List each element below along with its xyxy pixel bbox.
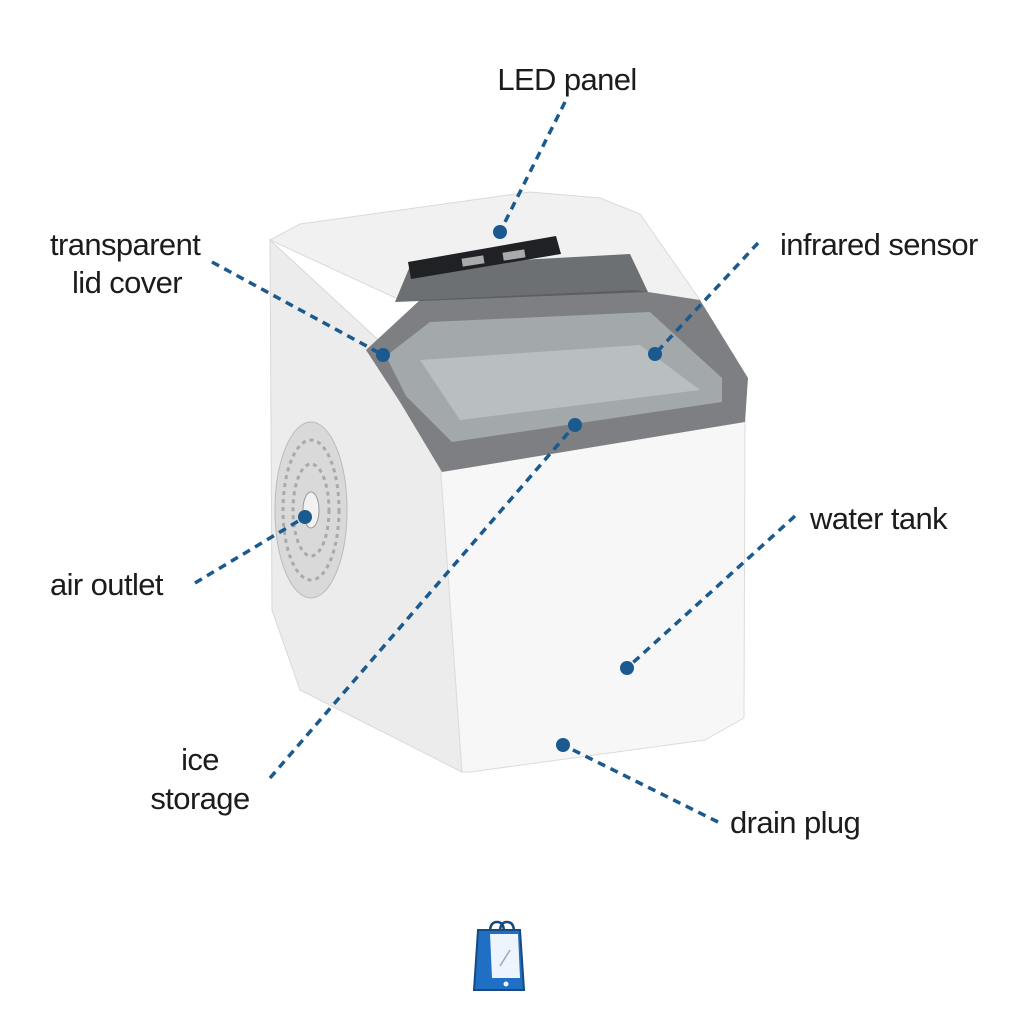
callout-line-air-outlet: [194, 515, 306, 585]
dot-lid-cover: [376, 348, 390, 362]
dot-led-panel: [493, 225, 507, 239]
led-button: [461, 255, 485, 267]
callout-line-led-panel: [498, 101, 567, 233]
label-lid-cover-line1: transparent: [50, 227, 201, 262]
callout-lines: [194, 101, 797, 824]
label-ice-storage-line1: ice: [181, 742, 219, 777]
dot-air-outlet: [298, 510, 312, 524]
label-water-tank: water tank: [810, 501, 948, 536]
shopping-bag-icon: [472, 920, 526, 991]
callout-line-water-tank: [625, 514, 797, 670]
callout-line-ice-storage: [268, 423, 577, 780]
label-air-outlet: air outlet: [50, 567, 164, 602]
basket-inner: [420, 345, 700, 420]
led-panel: [408, 236, 561, 279]
label-lid-cover-line2: lid cover: [72, 265, 183, 300]
callout-line-infrared-sensor: [653, 241, 760, 356]
dot-ice-storage: [568, 418, 582, 432]
label-infrared-sensor: infrared sensor: [780, 227, 978, 262]
label-ice-storage-line2: storage: [150, 781, 250, 816]
air-outlet-grille: [274, 421, 348, 599]
callout-line-lid-cover: [211, 260, 384, 357]
callout-dots: [298, 225, 662, 752]
label-drain-plug: drain plug: [730, 805, 861, 840]
front-panel: [439, 417, 746, 773]
led-button: [502, 249, 526, 261]
dot-infrared-sensor: [648, 347, 662, 361]
dot-drain-plug: [556, 738, 570, 752]
callout-line-drain-plug: [562, 743, 719, 824]
dot-water-tank: [620, 661, 634, 675]
label-led-panel: LED panel: [497, 62, 637, 97]
